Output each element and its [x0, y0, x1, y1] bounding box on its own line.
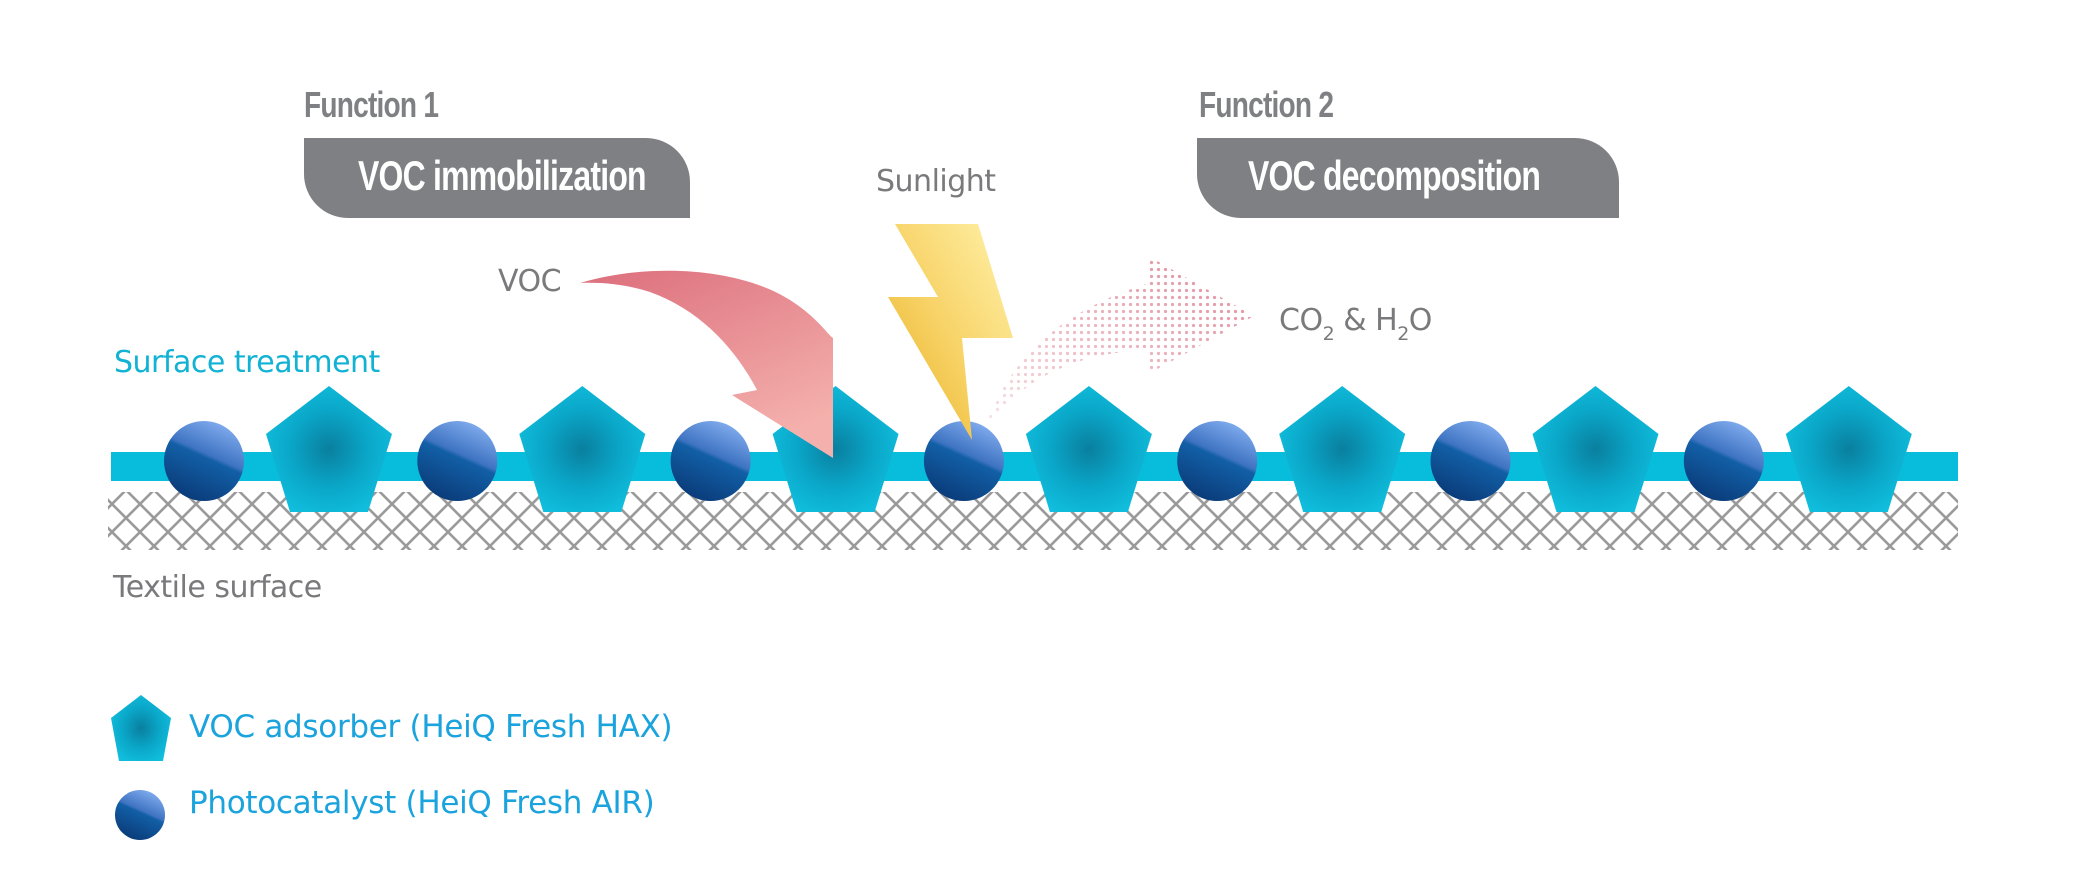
function-1-box: VOC immobilization	[304, 138, 690, 218]
photocatalyst-sphere	[164, 421, 244, 501]
product-label: CO2 & H2O	[1279, 303, 1433, 345]
lightning-bolt-icon	[888, 224, 1013, 440]
legend-sphere-photocatalyst-icon	[115, 790, 165, 840]
particle-layer	[164, 386, 1912, 512]
photocatalyst-sphere	[670, 421, 751, 501]
textile-surface-label: Textile surface	[113, 570, 322, 605]
photocatalyst-sphere	[923, 421, 1004, 501]
function-2-box-label: VOC decomposition	[1248, 152, 1541, 199]
adsorber-pentagon	[1532, 386, 1659, 512]
adsorber-pentagon	[266, 386, 392, 512]
photocatalyst-sphere	[417, 421, 498, 501]
product-and-h: & H	[1334, 303, 1398, 338]
product-co-subscript: 2	[1322, 323, 1335, 345]
photocatalyst-sphere	[1177, 421, 1258, 501]
function-1-heading: Function 1	[304, 84, 439, 125]
photocatalyst-sphere	[1430, 421, 1511, 501]
function-1-box-label: VOC immobilization	[358, 152, 647, 199]
product-h-subscript: 2	[1397, 323, 1409, 345]
product-arrow-icon	[987, 257, 1254, 423]
adsorber-pentagon	[519, 386, 646, 512]
sunlight-label: Sunlight	[876, 164, 996, 199]
legend-pentagon-adsorber-icon	[111, 695, 171, 761]
voc-label: VOC	[498, 264, 562, 299]
adsorber-pentagon	[1279, 386, 1406, 512]
product-o: O	[1408, 303, 1433, 338]
voc-arrow-icon	[580, 270, 833, 458]
surface-treatment-label: Surface treatment	[114, 345, 380, 380]
adsorber-pentagon	[1785, 386, 1912, 512]
adsorber-pentagon	[1025, 386, 1152, 512]
function-2-box: VOC decomposition	[1197, 138, 1619, 218]
product-co: CO	[1279, 303, 1323, 338]
legend-photocatalyst-label: Photocatalyst (HeiQ Fresh AIR)	[189, 785, 655, 821]
textile-surface-hatch	[108, 492, 1958, 550]
photocatalyst-sphere	[1683, 421, 1764, 501]
legend-adsorber-label: VOC adsorber (HeiQ Fresh HAX)	[189, 709, 673, 745]
function-2-heading: Function 2	[1199, 84, 1334, 125]
